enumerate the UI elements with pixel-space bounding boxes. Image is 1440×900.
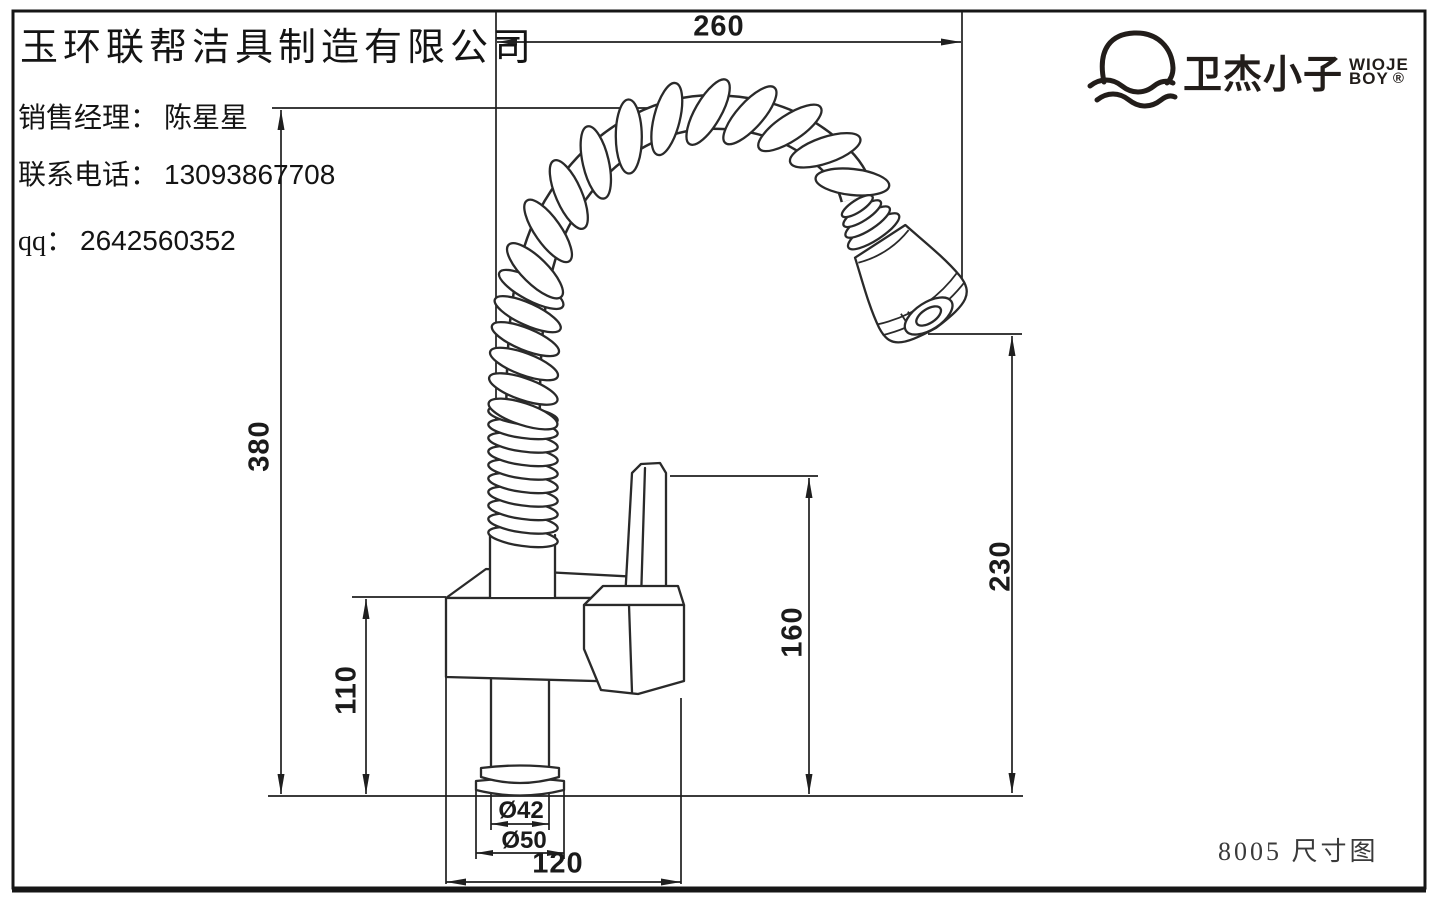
dim-label-dia42: Ø42 (498, 797, 544, 824)
drawing-frame-border (11, 9, 1427, 890)
handle-base-cube (582, 584, 686, 696)
arrowhead-bottom (277, 774, 285, 794)
nozzle-opening (915, 305, 943, 327)
dim-label-dia50: Ø50 (501, 827, 547, 854)
brand-en-top: WIOJE (1349, 55, 1409, 75)
dim-label-230: 230 (984, 540, 1017, 592)
brand-cap-icon (1087, 30, 1178, 109)
contact-value: 陈星星 (164, 103, 249, 134)
spring-coil (788, 131, 862, 169)
spring-coil (487, 397, 559, 431)
spring-coil (490, 320, 561, 358)
contact-line-sales-manager: 销售经理：陈星星 (18, 96, 248, 136)
cube-top-face (582, 584, 686, 607)
base-flange-upper-disc (479, 764, 561, 785)
dim-label-260: 260 (693, 10, 745, 43)
arrowhead-bottom (362, 774, 370, 794)
spring-coil (493, 295, 562, 334)
spring-coil (814, 167, 891, 197)
dimension-160 (670, 475, 818, 794)
brand-name-cn: 卫杰小子 (1183, 54, 1344, 97)
dimension-dia50 (475, 790, 565, 859)
arrowhead-right (661, 878, 681, 886)
contact-line-phone: 联系电话：13093867708 (18, 153, 335, 193)
neck-ring-top (840, 193, 874, 219)
arrowhead-right (532, 821, 549, 827)
spring-coil (650, 81, 684, 157)
spray-head (840, 193, 968, 344)
spring-coil (614, 98, 643, 175)
dimension-230 (928, 333, 1022, 793)
contact-line-qq: qq：2642560352 (18, 219, 236, 259)
contact-label: qq： (18, 226, 75, 257)
spring-coil (548, 159, 589, 230)
arrowhead-left (446, 878, 466, 886)
registered-mark: ® (1392, 69, 1405, 87)
brand-name-en: WIOJE BOY ® (1349, 55, 1409, 88)
cap-wave-lower (1094, 91, 1178, 109)
arrowhead-left (476, 850, 493, 856)
arrowhead-bottom (805, 774, 813, 794)
dimension-110 (352, 596, 446, 794)
arrowhead-top (805, 478, 813, 498)
handle-lever (623, 461, 668, 602)
contact-value: 2642560352 (80, 225, 236, 256)
spring-coil (757, 103, 823, 153)
dim-label-380: 380 (243, 420, 276, 472)
spring-coil (505, 242, 565, 300)
cube-front-face (582, 603, 686, 696)
spring-coil (722, 85, 778, 146)
lever-edge-line (639, 466, 647, 602)
head-contour-line (858, 229, 910, 264)
arrowhead-left (497, 38, 517, 46)
model-number-label: 8005 尺寸图 (1218, 837, 1379, 866)
cap-wave-upper (1087, 77, 1176, 95)
spring-coil (523, 198, 574, 264)
riser-cylinder-fill (491, 672, 549, 772)
spring-coil (488, 346, 560, 382)
contact-value: 13093867708 (164, 159, 336, 190)
spring-coil (579, 125, 613, 200)
cap-dome-stroke (1099, 30, 1176, 86)
brand-en-bottom: BOY (1349, 69, 1389, 88)
arrowhead-top (277, 110, 285, 130)
dim-label-160: 160 (776, 606, 809, 658)
cube-corner-edge (627, 603, 634, 694)
contact-label: 销售经理： (18, 103, 159, 134)
dimension-380 (272, 107, 672, 794)
arrowhead-top (362, 599, 370, 619)
dim-label-120: 120 (532, 847, 584, 880)
arrowhead-top (1008, 336, 1016, 356)
spring-coil (487, 372, 559, 406)
arrowhead-right (547, 850, 564, 856)
arrowhead-right (941, 38, 961, 46)
brand-logo: 卫杰小子 WIOJE BOY ® (1183, 44, 1409, 100)
arrowhead-left (491, 821, 508, 827)
dim-label-110: 110 (330, 665, 363, 715)
company-name: 玉环联帮洁具制造有限公司 (20, 27, 537, 69)
spring-coil-layer (487, 78, 891, 549)
spring-coil (685, 78, 731, 146)
contact-label: 联系电话： (18, 160, 159, 191)
arrowhead-bottom (1008, 773, 1016, 793)
